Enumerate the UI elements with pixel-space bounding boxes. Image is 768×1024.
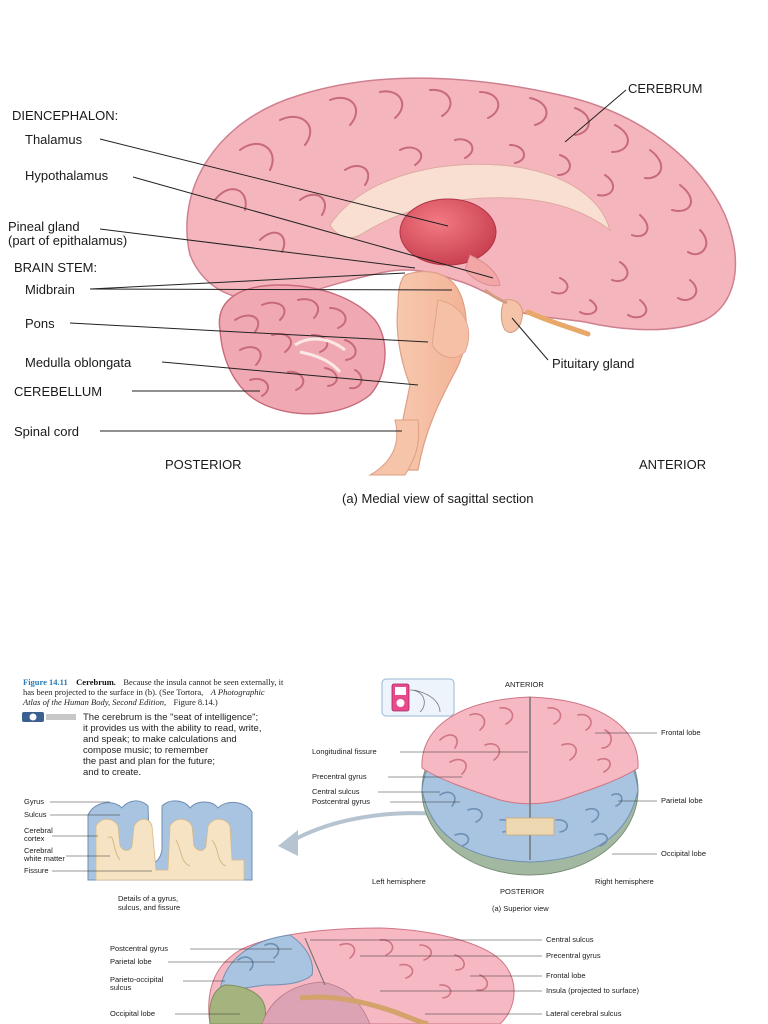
sagittal-labels: DIENCEPHALON: Thalamus Hypothalamus Pine… <box>8 81 706 506</box>
intro-line-5: the past and plan for the future; <box>83 756 215 767</box>
label-posterior: POSTERIOR <box>165 457 242 472</box>
detail-labels: Gyrus Sulcus Cerebral cortex Cerebral wh… <box>23 797 180 912</box>
label-superior-parietal-lobe: Parietal lobe <box>661 796 703 805</box>
label-superior-posterior: POSTERIOR <box>500 887 545 896</box>
label-superior-precentral-gyrus: Precentral gyrus <box>312 772 367 781</box>
label-lateral-central-sulcus: Central sulcus <box>546 935 594 944</box>
intro-text: The cerebrum is the "seat of intelligenc… <box>83 712 261 778</box>
label-superior-postcentral-gyrus: Postcentral gyrus <box>312 797 370 806</box>
cerebellum-folia <box>234 298 363 397</box>
figure-title: Cerebrum. <box>76 677 116 687</box>
label-brain-stem: BRAIN STEM: <box>14 260 97 275</box>
label-pons: Pons <box>25 316 55 331</box>
animation-badge-icon[interactable] <box>22 712 76 722</box>
label-cerebrum: CEREBRUM <box>628 81 702 96</box>
svg-text:Atlas of the Human Body, Secon: Atlas of the Human Body, Second Edition,… <box>22 692 218 709</box>
label-spinal-cord: Spinal cord <box>14 424 79 439</box>
sagittal-caption: (a) Medial view of sagittal section <box>342 491 533 506</box>
intro-line-6: and to create. <box>83 767 141 778</box>
figure-number: Figure 14.11 <box>23 677 68 687</box>
label-lateral-parietal-lobe: Parietal lobe <box>110 957 152 966</box>
label-cerebellum: CEREBELLUM <box>14 384 102 399</box>
label-hypothalamus: Hypothalamus <box>25 168 109 183</box>
label-superior-frontal-lobe: Frontal lobe <box>661 728 701 737</box>
intro-line-3: and speak; to make calculations and <box>83 734 237 745</box>
intro-line-1: The cerebrum is the "seat of intelligenc… <box>83 712 258 723</box>
caption-line-2: has been projected to the surface in (b)… <box>23 687 203 697</box>
sagittal-leader-lines <box>69 89 627 432</box>
label-superior-central-sulcus: Central sulcus <box>312 787 360 796</box>
detail-caption-line-1: Details of a gyrus, <box>118 894 178 903</box>
label-lateral-cerebral-sulcus: Lateral cerebral sulcus <box>546 1009 622 1018</box>
label-cerebral-white-matter: Cerebral <box>24 846 53 855</box>
label-lateral-postcentral-gyrus: Postcentral gyrus <box>110 944 168 953</box>
svg-text:has been projected to the surf: has been projected to the surface in (b)… <box>23 682 265 699</box>
label-cerebral-white-matter-sub: white matter <box>23 854 65 863</box>
label-superior-occipital-lobe: Occipital lobe <box>661 849 706 858</box>
caption-line-2-italic: A Photographic <box>210 687 265 697</box>
label-lateral-occipital-lobe: Occipital lobe <box>110 1009 155 1018</box>
intro-line-4: compose music; to remember <box>83 745 208 756</box>
superior-leader-lines <box>378 732 657 855</box>
label-pineal-gland: Pineal gland <box>8 219 80 234</box>
caption-line-1: Because the insula cannot be seen extern… <box>123 677 284 687</box>
label-anterior: ANTERIOR <box>639 457 706 472</box>
caption-line-3-italic: Atlas of the Human Body, Second Edition, <box>22 697 166 707</box>
label-diencephalon: DIENCEPHALON: <box>12 108 118 123</box>
label-lateral-frontal-lobe: Frontal lobe <box>546 971 586 980</box>
label-pineal-gland-sub: (part of epithalamus) <box>8 233 127 248</box>
label-midbrain: Midbrain <box>25 282 75 297</box>
label-parieto-occipital-sulcus-sub: sulcus <box>110 983 132 992</box>
label-cerebral-cortex: Cerebral <box>24 826 53 835</box>
detail-leader-lines <box>50 801 152 872</box>
label-longitudinal-fissure: Longitudinal fissure <box>312 747 377 756</box>
figure-caption: Figure 14.11 Cerebrum. Because the insul… <box>22 672 284 709</box>
sagittal-brain-illustration <box>186 77 737 476</box>
label-fissure: Fissure <box>24 866 49 875</box>
label-cerebral-cortex-sub: cortex <box>24 834 45 843</box>
label-superior-anterior: ANTERIOR <box>505 680 544 689</box>
lateral-leader-lines <box>168 939 542 1015</box>
label-lateral-precentral-gyrus: Precentral gyrus <box>546 951 601 960</box>
label-left-hemisphere: Left hemisphere <box>372 877 426 886</box>
detail-caption-line-2: sulcus, and fissure <box>118 903 180 912</box>
lateral-view-brain <box>208 927 515 1024</box>
label-thalamus: Thalamus <box>25 132 83 147</box>
intro-line-2: it provides us with the ability to read,… <box>83 723 261 734</box>
svg-text:Figure 14.11 Cerebrum.: Figure 14.11 Cerebrum. Because the insul… <box>23 672 284 689</box>
superior-view-brain <box>421 696 639 876</box>
label-parieto-occipital-sulcus: Parieto-occipital <box>110 975 164 984</box>
superior-view-caption: (a) Superior view <box>492 904 549 913</box>
media-player-icon[interactable] <box>381 678 455 717</box>
label-sulcus: Sulcus <box>24 810 47 819</box>
caption-line-3: Figure 8.14.) <box>174 697 218 707</box>
label-medulla: Medulla oblongata <box>25 355 132 370</box>
superior-labels: ANTERIOR Longitudinal fissure Precentral… <box>312 680 706 913</box>
label-gyrus: Gyrus <box>24 797 44 806</box>
label-insula: Insula (projected to surface) <box>546 986 639 995</box>
gyrus-detail-illustration <box>87 800 253 881</box>
label-right-hemisphere: Right hemisphere <box>595 877 654 886</box>
label-pituitary-gland: Pituitary gland <box>552 356 634 371</box>
lateral-labels: Postcentral gyrus Parietal lobe Parieto-… <box>110 935 639 1018</box>
